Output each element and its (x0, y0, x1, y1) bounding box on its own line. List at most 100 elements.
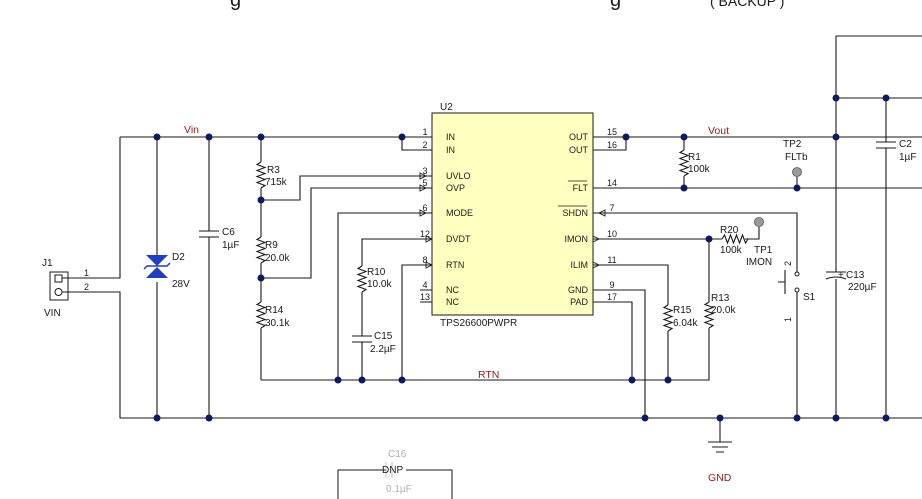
r1-ref: R1 (688, 152, 701, 163)
d2-triangle-bottom (146, 267, 168, 278)
vin-rail (120, 136, 420, 151)
imon-arrow-icon (592, 235, 601, 243)
s1-actuator (778, 270, 786, 294)
d2-triangle-top (146, 255, 168, 266)
junction-dot (398, 376, 406, 384)
u2-right-pin-number: 17 (607, 292, 617, 302)
u2-left-pin-number: 13 (420, 292, 430, 302)
r14-ref: R14 (265, 305, 284, 316)
junction-dot (153, 133, 161, 141)
u2-left-pin-number: 3 (422, 166, 427, 176)
d2-ref: D2 (172, 252, 185, 263)
u2-right-pin-name: PAD (570, 297, 588, 307)
u2-right-pin-name: SHDN (562, 208, 588, 218)
r1-value: 100k (688, 164, 711, 175)
c6-ref: C6 (222, 227, 235, 238)
d2-bar (143, 262, 171, 270)
junction-dot (832, 94, 840, 102)
c16-plates (385, 462, 393, 478)
c2-ref: C2 (899, 139, 912, 150)
pad-pin-wire (605, 301, 633, 380)
c13-ref: C13 (846, 270, 865, 281)
c2-plates (876, 141, 896, 149)
net-label-vout: Vout (708, 125, 729, 137)
s1-ref: S1 (803, 292, 816, 303)
tp1-ref: TP1 (754, 245, 773, 256)
dvdt-wire (361, 238, 420, 380)
vout-rail (605, 136, 922, 151)
r9-value: 20.0k (265, 253, 290, 264)
c13-polarity: + (838, 270, 844, 281)
u2-left-pin-number: 6 (422, 203, 427, 213)
c2-value: 1µF (899, 152, 916, 163)
r13-ref: R13 (711, 293, 730, 304)
r3-ref: R3 (267, 165, 280, 176)
d2-value: 28V (172, 279, 190, 290)
imon-wire (605, 227, 760, 240)
tp1-testpoint-icon (754, 217, 764, 227)
rtn-pin-wire (401, 264, 420, 380)
tp2-name: FLTb (785, 152, 808, 163)
r13-zigzag (703, 301, 715, 329)
s1-contact-top (794, 271, 800, 277)
junction-dot (257, 274, 265, 282)
junction-dot (358, 376, 366, 384)
c15-plates (352, 335, 372, 343)
u2-left-pin-name: NC (446, 297, 459, 307)
u2-ic-body (431, 112, 594, 316)
c15-ref: C15 (374, 331, 393, 342)
r1-zigzag (678, 149, 690, 177)
mode-wire (337, 212, 420, 380)
gnd-symbol-icon (708, 441, 732, 453)
net-label-vin: Vin (184, 124, 199, 136)
s1-contact-bottom (794, 287, 800, 293)
u2-left-pin-number: 1 (422, 127, 427, 137)
ilim-arrow-icon (592, 261, 601, 269)
c16-value: 0.1µF (386, 484, 412, 495)
u2-left-leads (420, 136, 432, 266)
ovp-wire (261, 187, 420, 279)
junction-dot (257, 133, 265, 141)
u2-left-pin-name: IN (446, 145, 455, 155)
junction-dot (641, 414, 649, 422)
tp2-ref: TP2 (783, 139, 802, 150)
c13-wires (835, 35, 922, 418)
junction-dot (705, 235, 713, 243)
u2-right-pin-number: 9 (609, 280, 614, 290)
u2-right-pin-number: 11 (607, 255, 616, 265)
r10-zigzag (356, 265, 368, 293)
c13-plate-bottom (825, 276, 847, 280)
ilim-wire (605, 264, 669, 380)
r3-value: 715k (265, 177, 288, 188)
c15-value: 2.2µF (370, 344, 396, 355)
c6-plates (199, 230, 219, 238)
c16-ref: C16 (388, 449, 407, 460)
uvlo-wire (261, 175, 420, 201)
junction-dot (205, 414, 213, 422)
j1-pin1-num: 1 (84, 268, 89, 278)
net-label-gnd: GND (708, 472, 732, 484)
r15-zigzag (662, 304, 674, 332)
j1-pin2-num: 2 (84, 282, 89, 292)
junction-dot (680, 184, 688, 192)
r14-zigzag (255, 301, 267, 329)
u2-right-pin-name: ILIM (570, 260, 588, 270)
net-label-rtn: RTN (478, 369, 499, 381)
u2-left-pin-name: NC (446, 285, 459, 295)
u2-left-pin-name: IN (446, 132, 455, 142)
u2-right-pin-name: GND (568, 285, 589, 295)
gnd-pin-wire (605, 289, 646, 418)
r10-value: 10.0k (367, 279, 392, 290)
junction-dot (398, 133, 406, 141)
u2-left-pin-name: OVP (446, 183, 465, 193)
s1-pin-top: 2 (783, 261, 793, 266)
u2-right-pin-number: 10 (607, 229, 617, 239)
u2-right-pin-number: 7 (609, 203, 614, 213)
r9-zigzag (255, 236, 267, 264)
r3-zigzag (255, 161, 267, 189)
junction-dot (793, 414, 801, 422)
u2-right-pin-number: 15 (607, 127, 617, 137)
